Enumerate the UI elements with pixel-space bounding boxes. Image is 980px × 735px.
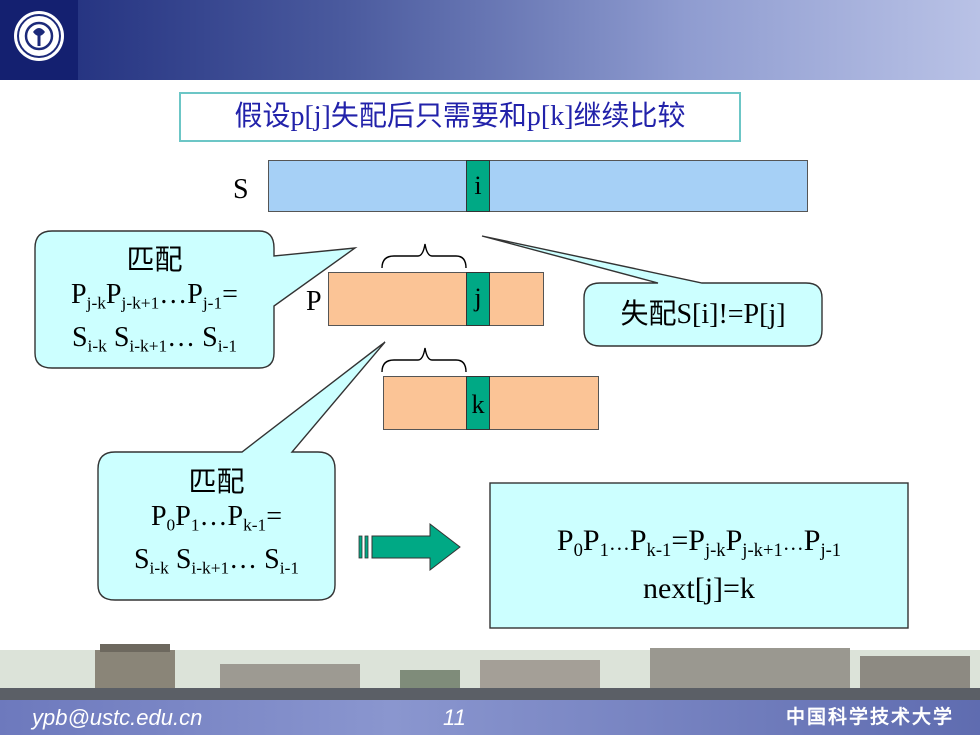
- match-line-p: Pj-kPj-k+1…Pj-1=: [71, 279, 238, 313]
- match-callout-top: 匹配 Pj-kPj-k+1…Pj-1= Si-k Si-k+1… Si-1: [35, 244, 274, 363]
- result-box-shape: [489, 482, 909, 629]
- brace-bottom: [381, 347, 467, 373]
- page-title: 假设p[j]失配后只需要和p[k]继续比较: [179, 92, 741, 142]
- match-heading: 匹配: [126, 245, 183, 276]
- j-cell: j: [466, 272, 490, 326]
- match-callout-bottom-shape: [97, 341, 386, 601]
- result-box: P0P1…Pk-1=Pj-kPj-k+1…Pj-1 next[j]=k: [490, 522, 908, 608]
- page-number: 11: [443, 705, 466, 730]
- shifted-p-strip: [383, 376, 599, 430]
- s-label: S: [233, 174, 249, 205]
- footer-email: ypb@ustc.edu.cn: [32, 705, 203, 730]
- right-arrow-icon: [358, 522, 461, 572]
- match-callout-bottom: 匹配 P0P1…Pk-1= Si-k Si-k+1… Si-1: [98, 466, 335, 585]
- match-line-s: Si-k Si-k+1… Si-1: [71, 321, 238, 356]
- brace-top: [381, 243, 467, 269]
- result-equation: P0P1…Pk-1=Pj-kPj-k+1…Pj-1: [556, 524, 842, 561]
- k-cell: k: [466, 376, 490, 430]
- footer-bar: [0, 700, 980, 735]
- match-callout-top-shape: [34, 230, 358, 369]
- i-label: i: [474, 171, 482, 200]
- school-name: 中国科学技术大学: [785, 706, 954, 728]
- k-label: k: [471, 390, 485, 419]
- match-line-p0: P0P1…Pk-1=: [150, 501, 283, 535]
- p-label: P: [306, 286, 322, 317]
- mismatch-callout-shape: [481, 235, 823, 347]
- mismatch-callout: 失配S[i]!=P[j]: [620, 299, 786, 330]
- s-string-strip: [268, 160, 808, 212]
- p-string-strip: [328, 272, 544, 326]
- header-bar: [0, 0, 980, 80]
- ustc-emblem-icon: [14, 11, 64, 61]
- match-line-s-bottom: Si-k Si-k+1… Si-1: [133, 543, 300, 578]
- i-cell: i: [466, 160, 490, 212]
- j-label: j: [474, 283, 482, 312]
- next-assignment: next[j]=k: [643, 571, 755, 605]
- match-heading-bottom: 匹配: [188, 467, 245, 498]
